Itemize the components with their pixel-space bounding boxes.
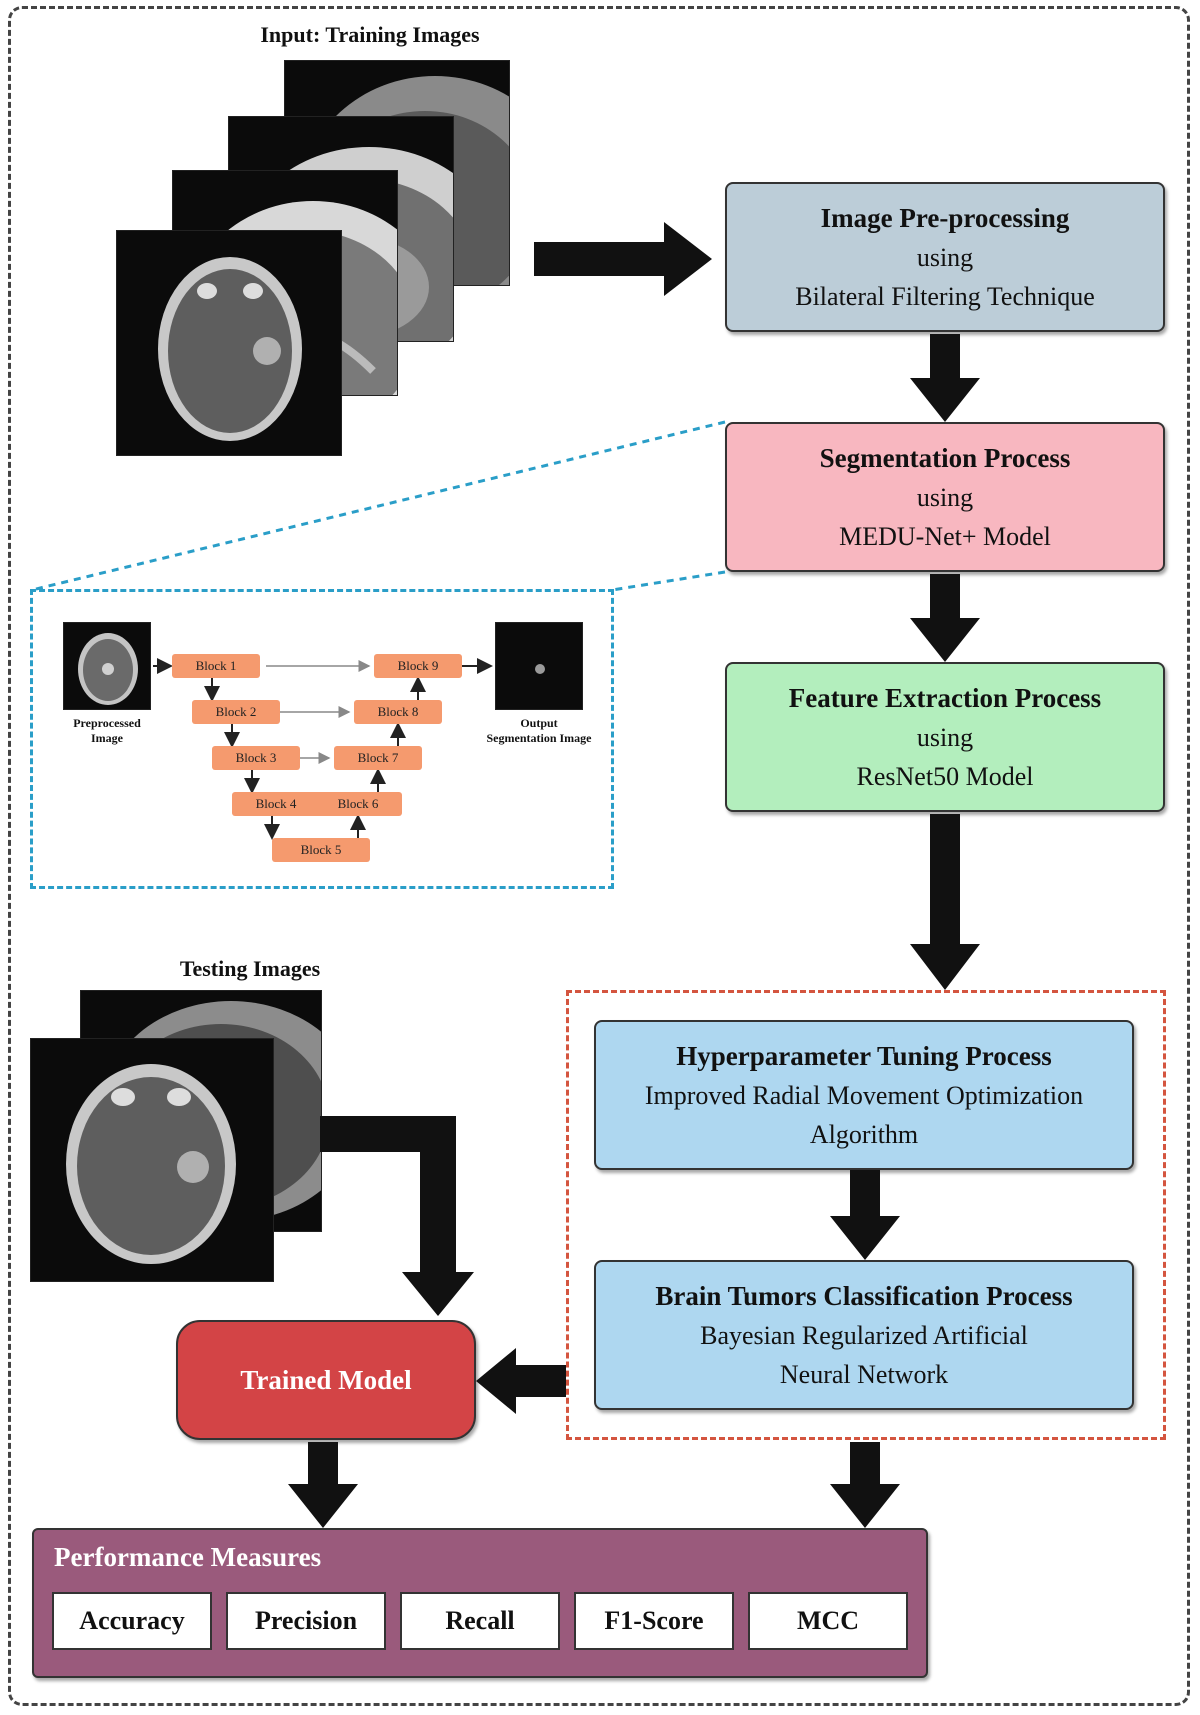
metric-f1-score: F1-Score bbox=[574, 1592, 734, 1650]
unet-block-8: Block 8 bbox=[354, 700, 442, 724]
tuning-box: Hyperparameter Tuning Process Improved R… bbox=[594, 1020, 1134, 1170]
segmentation-line2: MEDU-Net+ Model bbox=[839, 522, 1051, 551]
preprocessed-label: Preprocessed Image bbox=[73, 716, 141, 745]
unet-block-5: Block 5 bbox=[272, 838, 370, 862]
training-mri-axial bbox=[116, 230, 342, 456]
feature-box: Feature Extraction Process using ResNet5… bbox=[725, 662, 1165, 812]
outer-frame bbox=[8, 6, 1190, 1706]
unet-block-7: Block 7 bbox=[334, 746, 422, 770]
metric-accuracy: Accuracy bbox=[52, 1592, 212, 1650]
preprocessed-thumb bbox=[63, 622, 151, 710]
preprocessing-title: Image Pre-processing bbox=[820, 203, 1070, 233]
performance-measures-panel: Performance Measures Accuracy Precision … bbox=[32, 1528, 928, 1678]
optimization-classification-group bbox=[566, 990, 1166, 1440]
segmentation-output-thumb bbox=[495, 622, 583, 710]
classification-line1: Bayesian Regularized Artificial bbox=[700, 1321, 1028, 1350]
classification-box: Brain Tumors Classification Process Baye… bbox=[594, 1260, 1134, 1410]
arrow-group-to-trained-model bbox=[476, 1348, 566, 1414]
classification-line2: Neural Network bbox=[779, 1360, 949, 1389]
feature-line1: using bbox=[916, 723, 974, 752]
classification-title: Brain Tumors Classification Process bbox=[655, 1281, 1073, 1311]
metric-precision: Precision bbox=[226, 1592, 386, 1650]
unet-block-3: Block 3 bbox=[212, 746, 300, 770]
testing-mri-front bbox=[30, 1038, 274, 1282]
tuning-line1: Improved Radial Movement Optimization bbox=[644, 1081, 1084, 1110]
metric-recall: Recall bbox=[400, 1592, 560, 1650]
unet-block-1: Block 1 bbox=[172, 654, 260, 678]
unet-block-2: Block 2 bbox=[192, 700, 280, 724]
feature-title: Feature Extraction Process bbox=[788, 683, 1102, 713]
output-segmentation-label: Output Segmentation Image bbox=[486, 716, 592, 745]
trained-model-label: Trained Model bbox=[240, 1365, 412, 1395]
unet-detail-panel: Preprocessed Image Output Segmentation I… bbox=[30, 589, 614, 889]
training-images-caption: Input: Training Images bbox=[260, 22, 480, 47]
segmentation-box: Segmentation Process using MEDU-Net+ Mod… bbox=[725, 422, 1165, 572]
arrow-preprocessing-to-segmentation bbox=[910, 334, 980, 422]
arrow-feature-to-tuning-group bbox=[910, 814, 980, 990]
arrow-testing-to-trained-model bbox=[320, 1116, 474, 1316]
tuning-title: Hyperparameter Tuning Process bbox=[676, 1041, 1052, 1071]
tuning-line2: Algorithm bbox=[809, 1120, 919, 1149]
feature-line2: ResNet50 Model bbox=[856, 762, 1034, 791]
testing-images-caption: Testing Images bbox=[179, 956, 321, 981]
unet-block-9: Block 9 bbox=[374, 654, 462, 678]
unet-block-6: Block 6 bbox=[314, 792, 402, 816]
preprocessing-box: Image Pre-processing using Bilateral Fil… bbox=[725, 182, 1165, 332]
segmentation-line1: using bbox=[916, 483, 974, 512]
unet-block-4: Block 4 bbox=[232, 792, 320, 816]
arrow-group-to-performance bbox=[830, 1442, 900, 1528]
preprocessing-line1: using bbox=[916, 243, 974, 272]
preprocessing-line2: Bilateral Filtering Technique bbox=[795, 282, 1095, 311]
arrow-tuning-to-classification bbox=[830, 1170, 900, 1260]
trained-model-box: Trained Model bbox=[176, 1320, 476, 1440]
arrow-trained-model-to-performance bbox=[288, 1442, 358, 1528]
segmentation-title: Segmentation Process bbox=[819, 443, 1071, 473]
performance-title: Performance Measures bbox=[54, 1542, 322, 1572]
arrow-segmentation-to-feature bbox=[910, 574, 980, 662]
metric-mcc: MCC bbox=[748, 1592, 908, 1650]
arrow-input-to-preprocessing bbox=[534, 222, 712, 296]
